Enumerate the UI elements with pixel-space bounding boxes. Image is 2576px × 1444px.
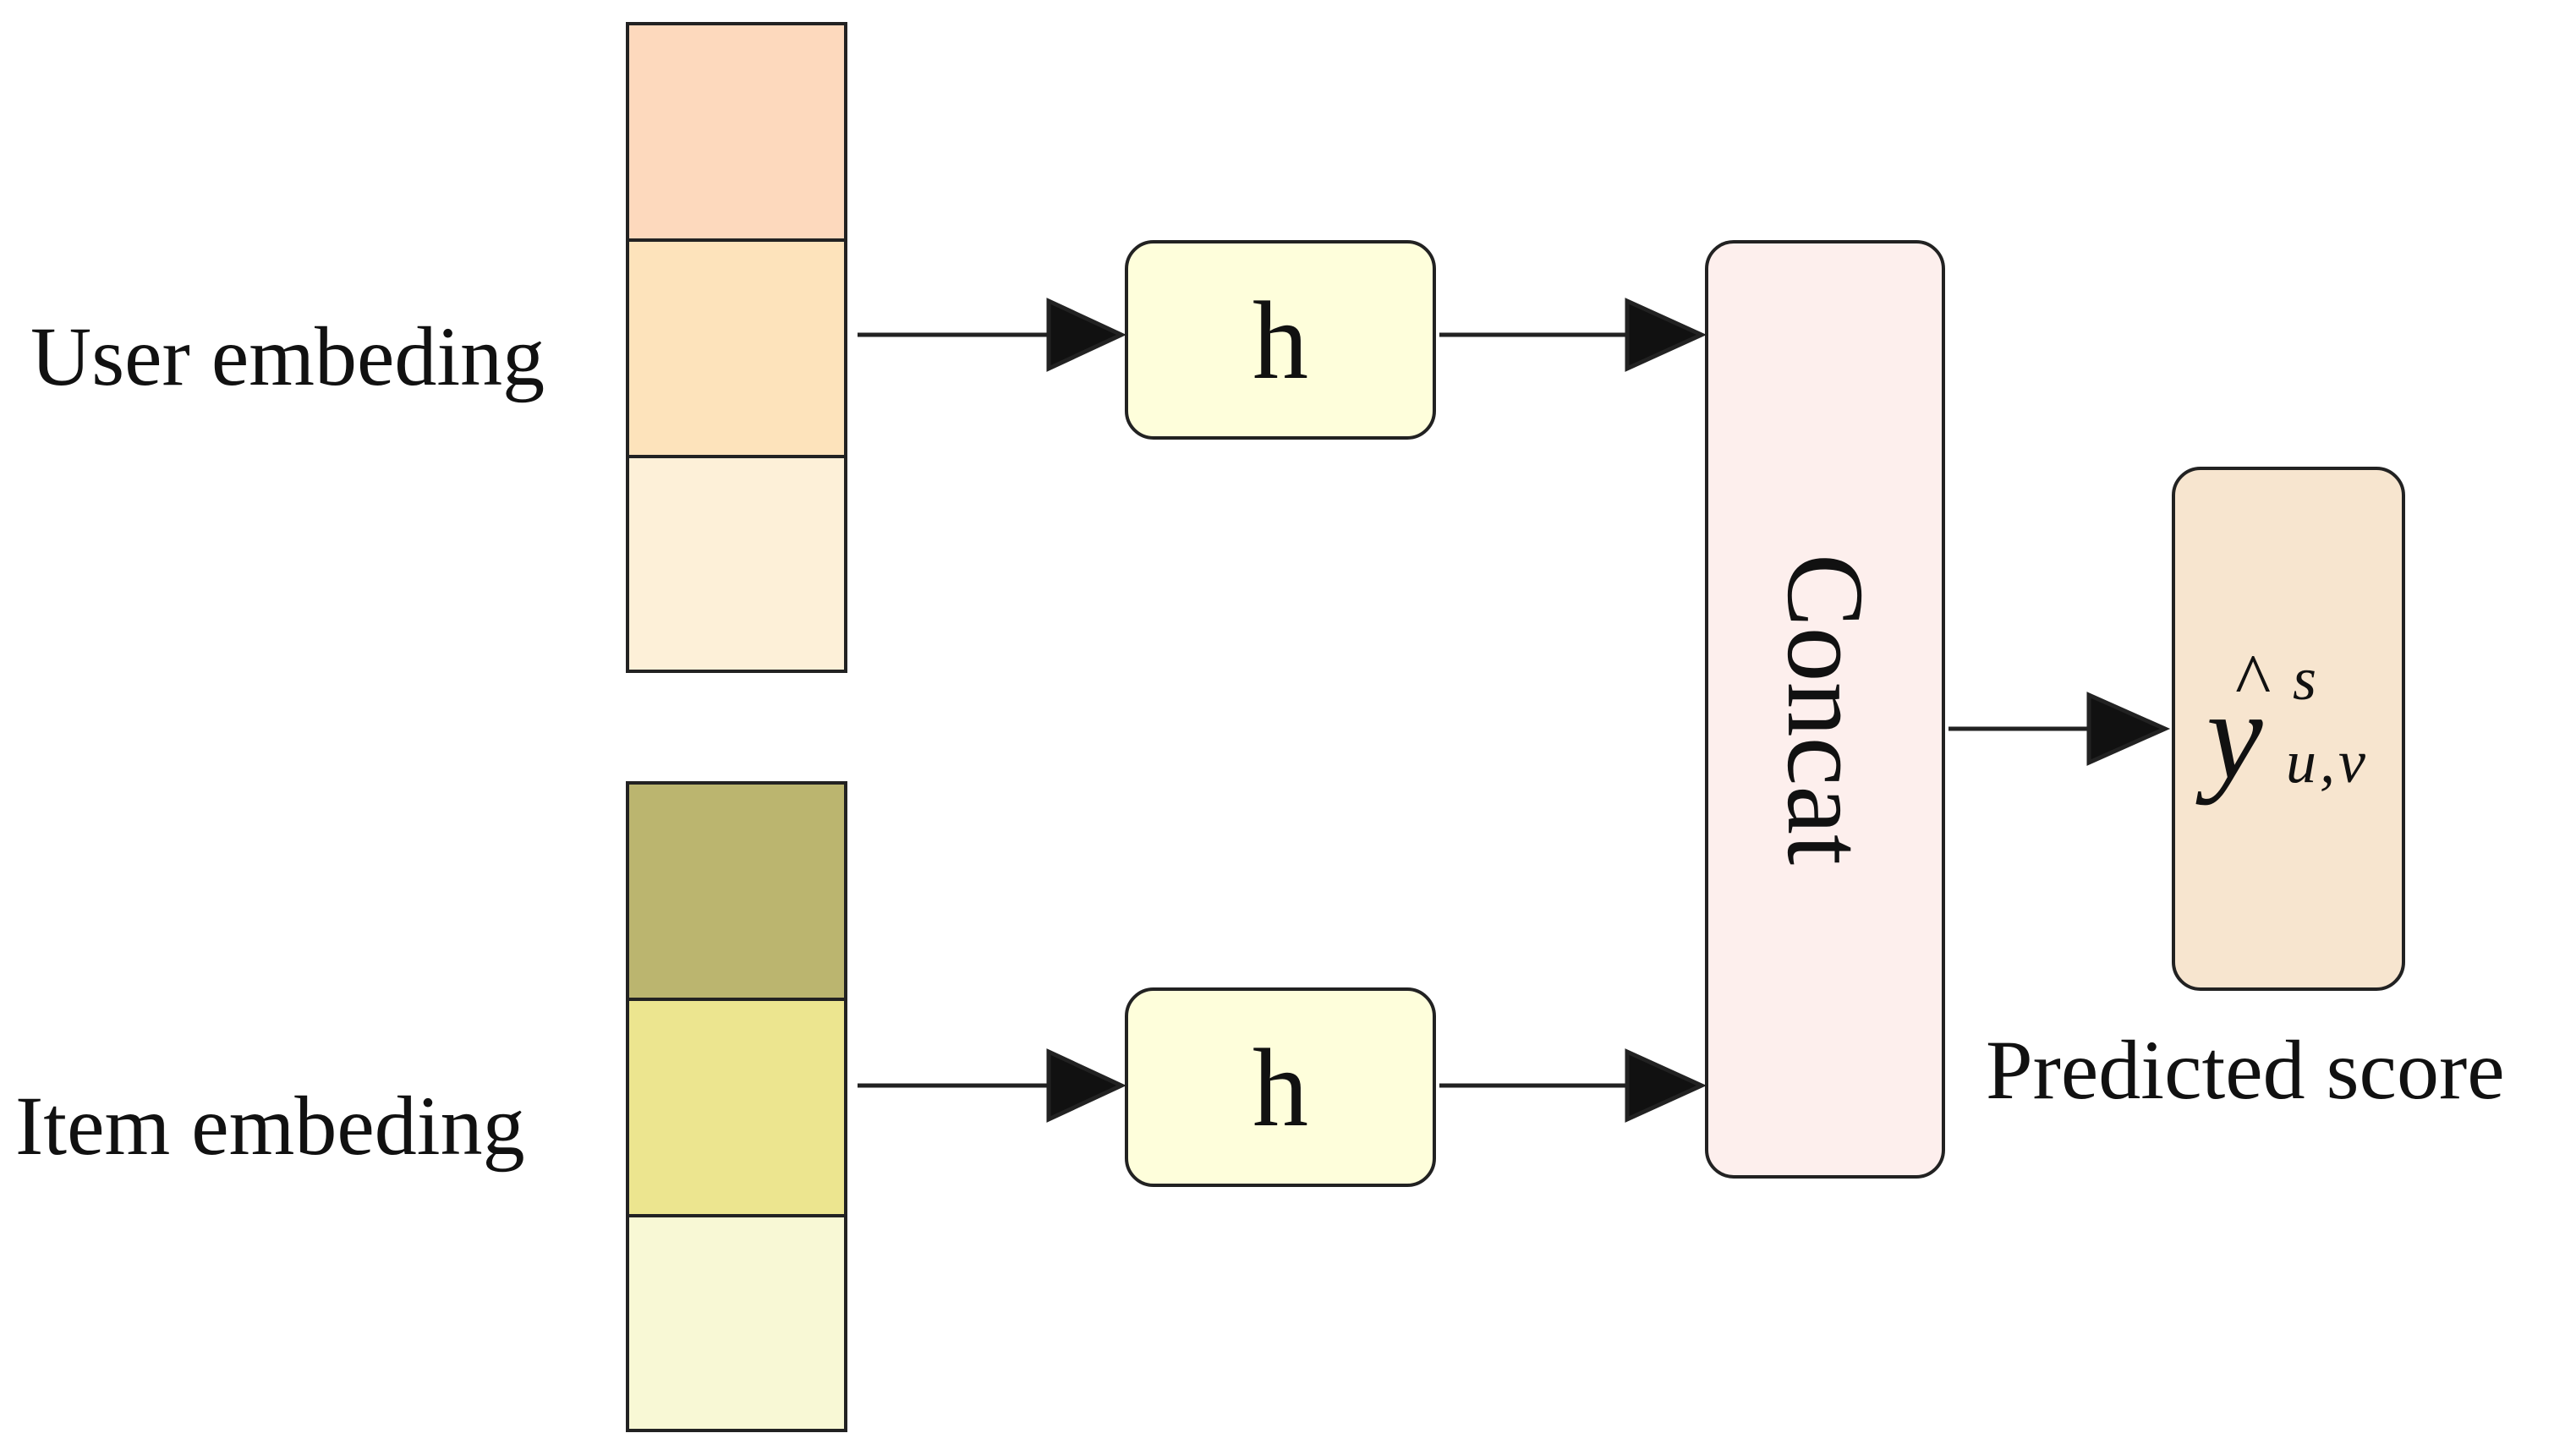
- arrow-h-to-concat-top-head: [1625, 298, 1707, 372]
- concat-box: Concat: [1705, 240, 1945, 1179]
- user-embedding-cell-1: [626, 22, 847, 242]
- symbol-base: y: [2206, 665, 2263, 806]
- item-embedding-cell-3: [626, 1214, 847, 1432]
- user-h-label: h: [1252, 277, 1308, 402]
- arrow-h-to-concat-bottom-head: [1625, 1048, 1707, 1123]
- symbol-superscript: s: [2293, 645, 2317, 713]
- arrow-item-to-h-head: [1046, 1048, 1126, 1123]
- item-embedding-cell-2: [626, 998, 847, 1217]
- item-h-box: h: [1125, 987, 1436, 1187]
- item-h-label: h: [1252, 1025, 1308, 1150]
- symbol-hat: ^: [2235, 639, 2272, 723]
- user-embedding-cell-3: [626, 455, 847, 673]
- user-embedding-label: User embeding: [30, 309, 545, 403]
- item-embedding-label: Item embeding: [15, 1079, 525, 1173]
- user-h-box: h: [1125, 240, 1436, 440]
- arrow-concat-to-score-head: [2086, 692, 2171, 766]
- symbol-subscript: u,v: [2286, 728, 2369, 796]
- predicted-score-symbol: y ^ s u,v: [2191, 639, 2386, 813]
- arrow-user-to-h-head: [1046, 298, 1126, 372]
- predicted-score-caption: Predicted score: [1986, 1023, 2505, 1117]
- predicted-score-box: y ^ s u,v: [2172, 467, 2405, 991]
